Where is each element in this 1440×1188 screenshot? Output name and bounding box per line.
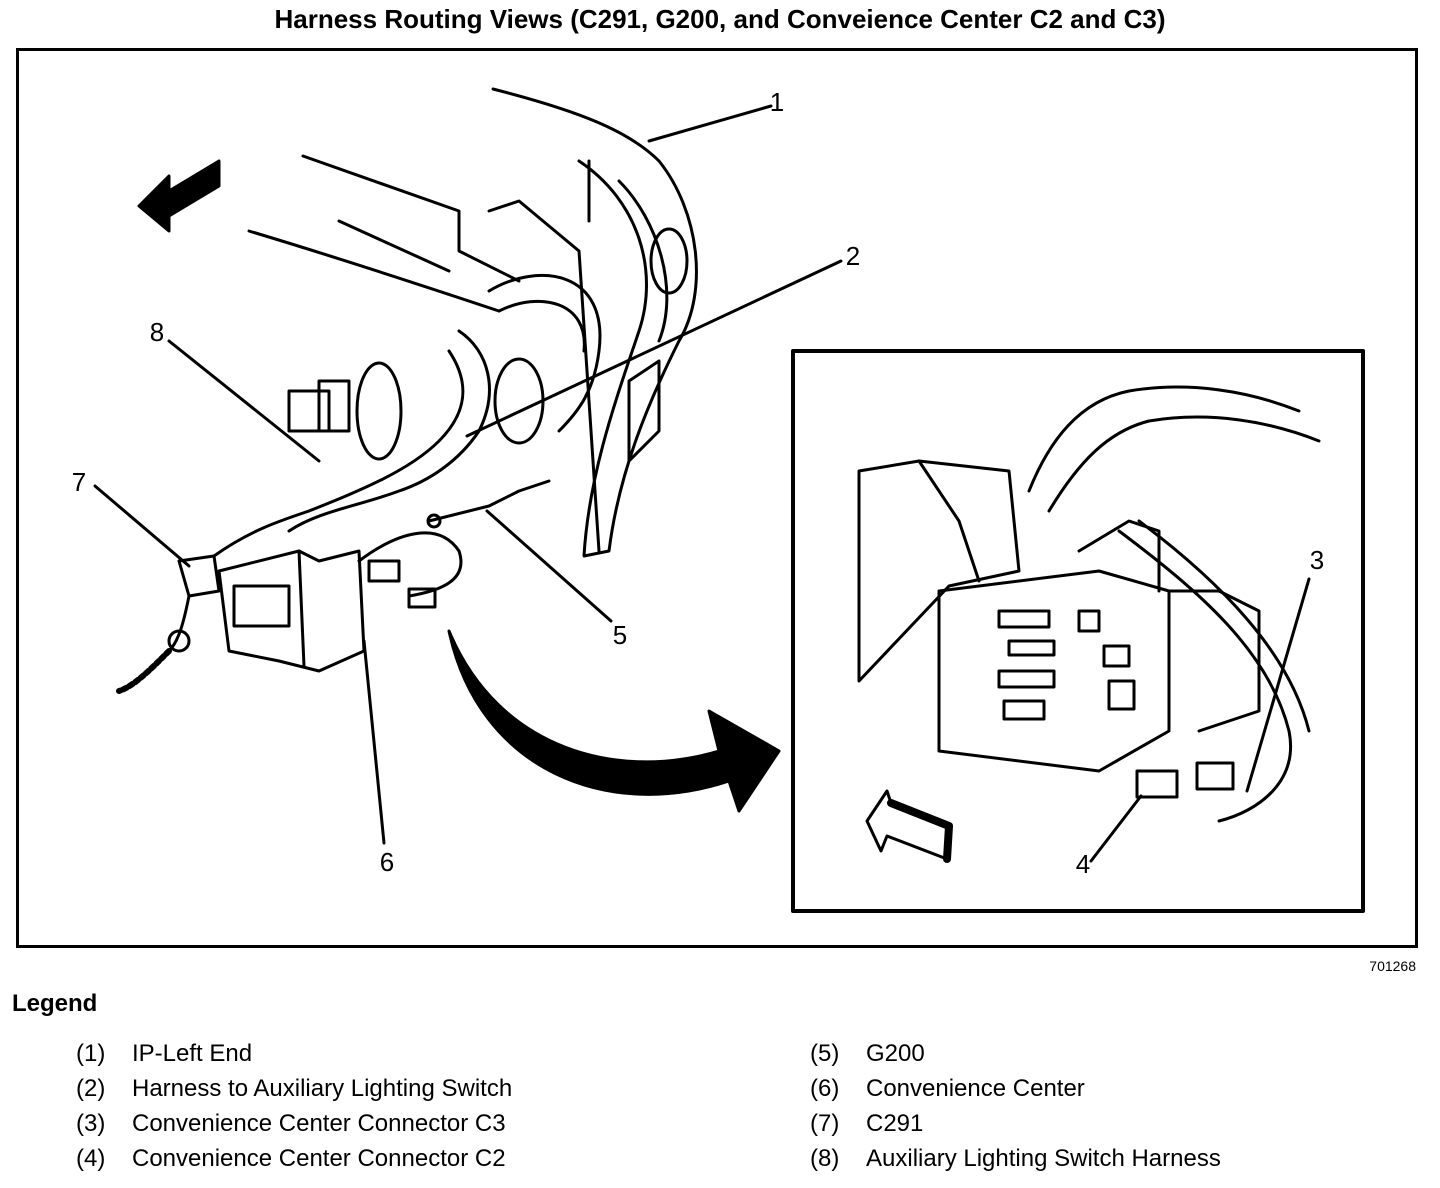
legend-number: (6) <box>810 1075 840 1102</box>
legend-label: Convenience Center Connector C2 <box>132 1145 506 1172</box>
legend-item: (3) Convenience Center Connector C3 <box>76 1110 512 1145</box>
leader-6 <box>362 639 386 845</box>
callout-5: 5 <box>613 620 627 650</box>
legend-label: Auxiliary Lighting Switch Harness <box>866 1145 1221 1172</box>
legend-label: C291 <box>866 1110 924 1137</box>
inset-frame <box>791 349 1365 913</box>
harness-illustration: 1 2 3 4 5 6 7 8 <box>72 87 1365 913</box>
legend-item: (6) Convenience Center <box>810 1075 1221 1110</box>
leader-8 <box>167 339 321 463</box>
legend-item: (4) Convenience Center Connector C2 <box>76 1145 512 1180</box>
legend-heading: Legend <box>12 990 98 1017</box>
leader-2 <box>465 259 843 438</box>
leader-5 <box>485 509 613 623</box>
legend-item: (7) C291 <box>810 1110 1221 1145</box>
legend-label: Convenience Center Connector C3 <box>132 1110 506 1137</box>
legend-column-left: (1) IP-Left End (2) Harness to Auxiliary L… <box>76 1040 512 1180</box>
legend-label: IP-Left End <box>132 1040 253 1067</box>
legend-number: (3) <box>76 1110 106 1137</box>
legend-number: (2) <box>76 1075 106 1102</box>
zoom-arrow <box>447 629 781 813</box>
callout-6: 6 <box>380 847 394 877</box>
callout-1: 1 <box>770 87 784 117</box>
callout-3: 3 <box>1310 545 1324 575</box>
callout-4: 4 <box>1076 849 1090 879</box>
legend-item: (2) Harness to Auxiliary Lighting Switch <box>76 1075 512 1110</box>
legend-label: G200 <box>866 1040 925 1067</box>
legend-number: (1) <box>76 1040 106 1067</box>
diagram-title: Harness Routing Views (C291, G200, and C… <box>274 4 1166 34</box>
legend-label: Convenience Center <box>866 1075 1085 1102</box>
legend-item: (5) G200 <box>810 1040 1221 1075</box>
leader-4 <box>1089 794 1143 863</box>
callout-7: 7 <box>72 467 86 497</box>
legend-number: (7) <box>810 1110 840 1137</box>
convenience-center-module <box>217 549 366 673</box>
harness-bundle <box>487 273 602 433</box>
figure-id: 701268 <box>1369 958 1416 974</box>
legend-number: (5) <box>810 1040 840 1067</box>
legend-number: (4) <box>76 1145 106 1172</box>
legend-column-right: (5) G200 (6) Convenience Center (7) C291 (8… <box>810 1040 1221 1180</box>
legend-item: (8) Auxiliary Lighting Switch Harness <box>810 1145 1221 1180</box>
leader-1 <box>647 104 773 143</box>
leader-7 <box>93 484 191 568</box>
diagram-frame: 1 2 3 4 5 6 7 8 <box>16 48 1418 948</box>
leader-3 <box>1245 577 1311 793</box>
legend-number: (8) <box>810 1145 840 1172</box>
legend-item: (1) IP-Left End <box>76 1040 512 1075</box>
legend-label: Harness to Auxiliary Lighting Switch <box>132 1075 513 1102</box>
callout-8: 8 <box>150 317 164 347</box>
callout-2: 2 <box>846 241 860 271</box>
inset-harness <box>1027 385 1301 493</box>
